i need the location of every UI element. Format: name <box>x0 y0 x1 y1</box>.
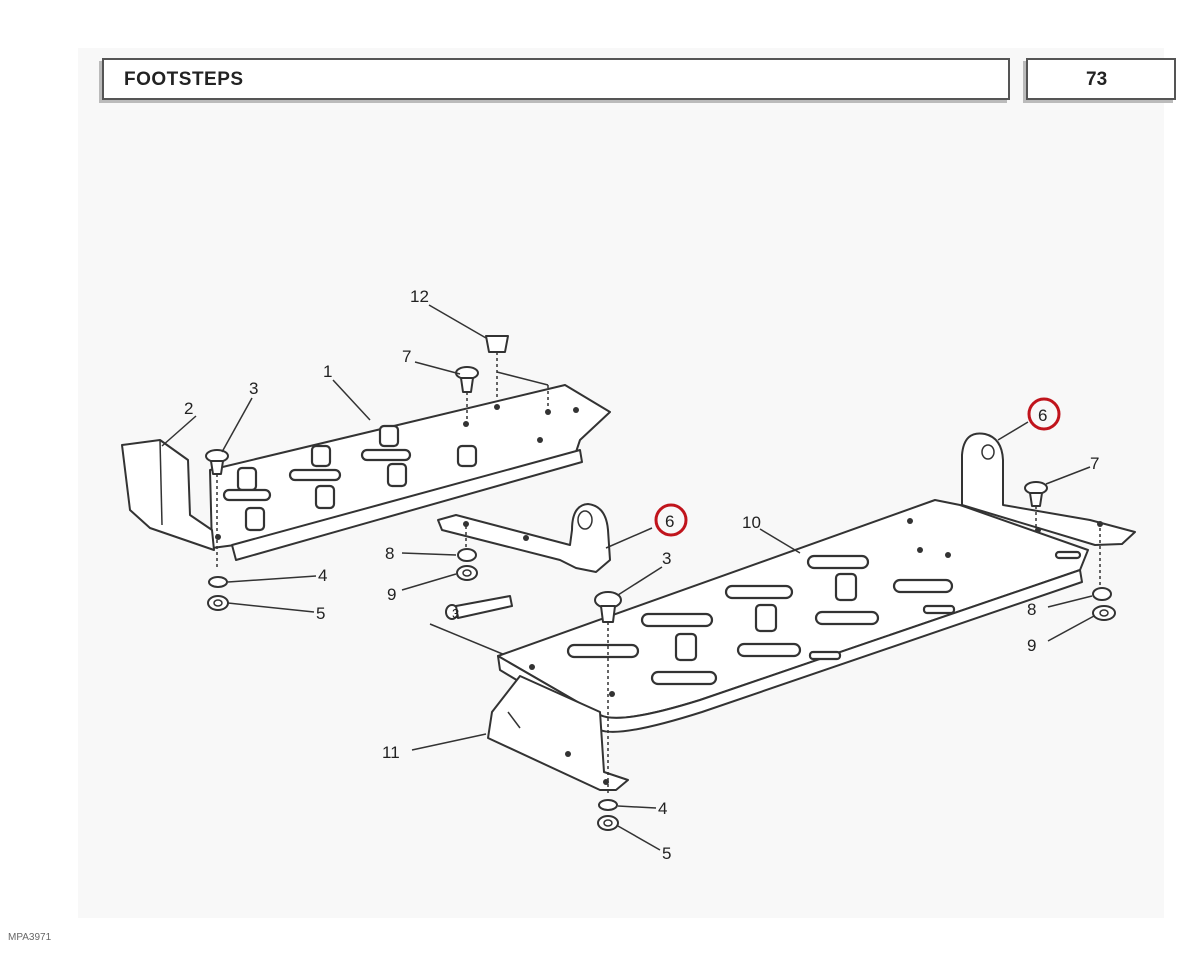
highlight-circle-6-middle <box>654 503 688 537</box>
callout-7-left: 7 <box>402 347 411 366</box>
bracket-11 <box>487 675 629 791</box>
bolt-3-left <box>205 449 229 570</box>
callout-11: 11 <box>382 743 400 762</box>
highlight-circle-6-right <box>1027 397 1061 431</box>
callout-3-middle: 3 <box>662 549 671 568</box>
washers-left <box>207 576 229 611</box>
callout-4-left: 4 <box>318 566 327 585</box>
page-title: FOOTSTEPS <box>124 69 244 90</box>
bolt-12 <box>485 335 549 410</box>
bolt-7-right <box>1024 481 1048 528</box>
bracket-6-middle <box>437 503 611 573</box>
callout-7-right: 7 <box>1090 454 1099 473</box>
callout-10: 10 <box>742 513 761 532</box>
bolt-3-right <box>594 591 622 795</box>
callout-5-left: 5 <box>316 604 325 623</box>
callout-9-left: 9 <box>387 585 396 604</box>
page-number: 73 <box>1086 69 1108 90</box>
callout-1: 1 <box>323 362 332 381</box>
callout-9-right: 9 <box>1027 636 1036 655</box>
callout-3-left: 3 <box>249 379 258 398</box>
callout-5-bottom: 5 <box>662 844 671 863</box>
callout-6-right: 6 <box>1038 406 1047 425</box>
callout-6-middle: 6 <box>665 512 674 531</box>
callout-8-right: 8 <box>1027 600 1036 619</box>
nut-washer-right <box>1092 528 1116 621</box>
bolt-3-horizontal <box>429 595 513 656</box>
leader-lines <box>161 304 1095 851</box>
left-footstep <box>121 384 611 561</box>
page-number-box: 73 <box>1026 58 1176 100</box>
title-box: FOOTSTEPS <box>102 58 1010 100</box>
nut-washer-middle <box>456 548 478 581</box>
callout-12: 12 <box>410 287 429 306</box>
callout-8-left: 8 <box>385 544 394 563</box>
callout-3-horizontal: 3 <box>452 606 459 621</box>
washers-right-bottom <box>597 799 619 831</box>
callout-4-bottom: 4 <box>658 799 667 818</box>
bolt-7-left <box>455 366 479 420</box>
drawing-code: MPA3971 <box>8 932 52 943</box>
callout-2: 2 <box>184 399 193 418</box>
right-footstep <box>497 432 1136 733</box>
